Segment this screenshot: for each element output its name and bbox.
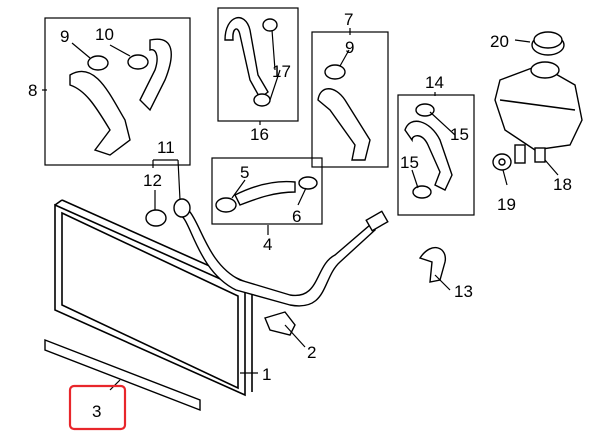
callout-13[interactable]: 13 — [454, 282, 473, 301]
callout-10[interactable]: 10 — [95, 25, 114, 44]
callout-5[interactable]: 5 — [240, 163, 249, 182]
callout-20[interactable]: 20 — [490, 32, 509, 51]
callout-18[interactable]: 18 — [553, 175, 572, 194]
clamp-part-6[interactable] — [298, 176, 318, 190]
clamp-part-5[interactable] — [215, 197, 237, 213]
callout-2[interactable]: 2 — [307, 343, 316, 362]
clamp-part-17a[interactable] — [262, 18, 278, 32]
box-group-8 — [44, 17, 191, 166]
clamp-part-15b[interactable] — [412, 185, 432, 199]
callout-15a[interactable]: 15 — [450, 125, 469, 144]
callout-17[interactable]: 17 — [272, 62, 291, 81]
bracket-part-2[interactable] — [264, 311, 296, 336]
callout-14[interactable]: 14 — [425, 73, 444, 92]
clamp-part-10[interactable] — [127, 54, 149, 70]
clamp-part-9b[interactable] — [324, 64, 346, 80]
callout-3[interactable]: 3 — [92, 402, 101, 421]
seal-strip-part-3[interactable] — [44, 338, 201, 412]
hose-part-16[interactable] — [224, 17, 269, 100]
leader-lines — [42, 28, 559, 391]
callout-7[interactable]: 7 — [344, 10, 353, 29]
callout-6[interactable]: 6 — [292, 207, 301, 226]
box-group-4 — [211, 157, 323, 225]
hose-part-4[interactable] — [234, 180, 296, 206]
callout-16[interactable]: 16 — [250, 125, 269, 144]
callout-4[interactable]: 4 — [263, 235, 272, 254]
callout-19[interactable]: 19 — [497, 195, 516, 214]
cap-part-20[interactable] — [531, 31, 565, 56]
hose-part-7[interactable] — [317, 88, 371, 161]
callout-8[interactable]: 8 — [28, 81, 37, 100]
highlight-box-part-3 — [68, 384, 127, 431]
radiator-part-1[interactable] — [54, 199, 253, 397]
clamp-part-15a[interactable] — [415, 103, 435, 117]
callout-15b[interactable]: 15 — [400, 153, 419, 172]
hose-part-8[interactable] — [69, 38, 172, 156]
box-group-14 — [397, 94, 475, 216]
clamp-part-13[interactable] — [418, 246, 446, 283]
clamp-part-17b[interactable] — [253, 93, 271, 107]
clamp-part-9[interactable] — [87, 55, 109, 71]
callout-9a[interactable]: 9 — [60, 27, 69, 46]
callout-1[interactable]: 1 — [262, 365, 271, 384]
lower-hose-part-1[interactable] — [173, 198, 389, 307]
clamp-part-12[interactable] — [145, 209, 167, 227]
callout-11[interactable]: 11 — [157, 138, 175, 157]
reservoir-part-18[interactable] — [494, 61, 583, 164]
hose-part-14[interactable] — [404, 120, 453, 191]
callout-12[interactable]: 12 — [143, 171, 162, 190]
grommet-part-19[interactable] — [492, 153, 512, 171]
callout-9b[interactable]: 9 — [345, 38, 354, 57]
box-group-16 — [217, 7, 299, 122]
